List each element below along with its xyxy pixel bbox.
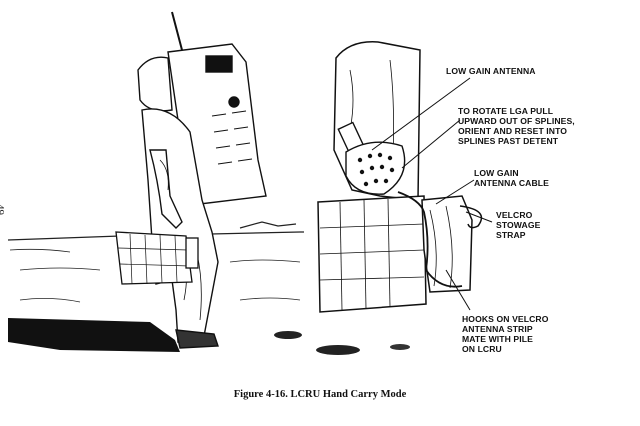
crater-3 bbox=[390, 344, 410, 350]
crater-1 bbox=[274, 331, 302, 339]
leader-lines bbox=[371, 77, 493, 311]
antenna-cable bbox=[397, 191, 463, 288]
low-gain-antenna bbox=[337, 121, 406, 195]
callout-rotate-lga: TO ROTATE LGA PULL UPWARD OUT OF SPLINES… bbox=[458, 106, 575, 146]
figure-caption: Figure 4-16. LCRU Hand Carry Mode bbox=[233, 389, 407, 400]
crater-2 bbox=[316, 345, 360, 355]
callout-hooks-velcro: HOOKS ON VELCRO ANTENNA STRIP MATE WITH … bbox=[462, 314, 549, 354]
lcru-unit-small bbox=[115, 231, 199, 285]
page-number: 49 bbox=[0, 204, 6, 215]
astronaut-shadow bbox=[8, 318, 180, 352]
callout-low-gain-antenna: LOW GAIN ANTENNA bbox=[446, 66, 536, 76]
astronaut bbox=[137, 11, 267, 349]
lcru-unit-detail bbox=[317, 195, 483, 313]
callout-velcro-strap: VELCRO STOWAGE STRAP bbox=[496, 210, 541, 240]
callout-lga-cable: LOW GAIN ANTENNA CABLE bbox=[474, 168, 549, 188]
